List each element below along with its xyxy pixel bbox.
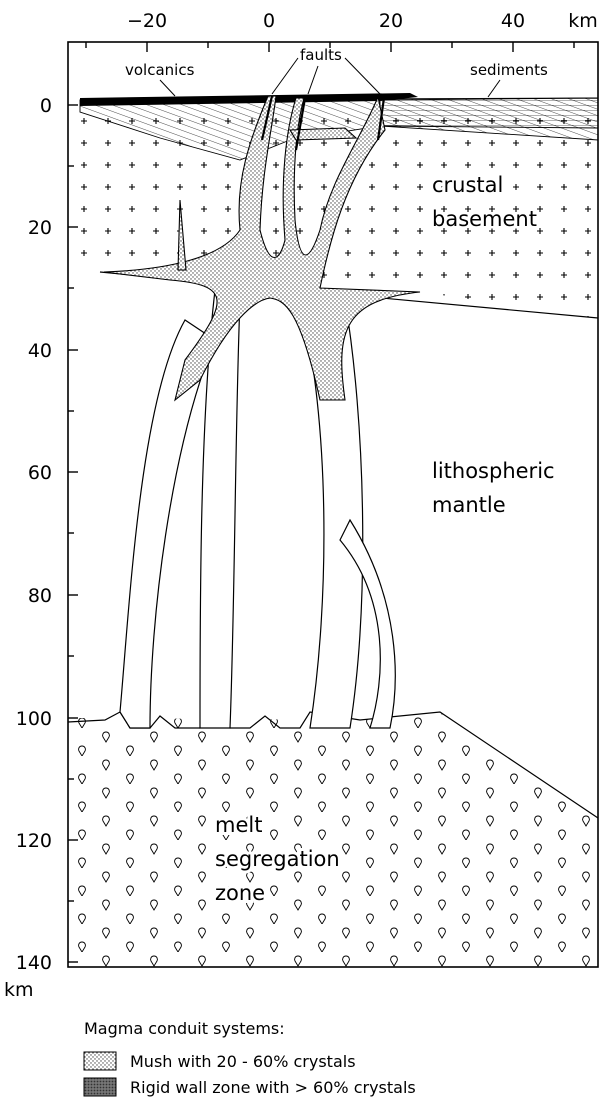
melt-label-line2: segregation xyxy=(215,847,340,871)
crustal-label-line2: basement xyxy=(432,207,537,231)
y-tick-label: 0 xyxy=(40,95,52,117)
melt-label-line3: zone xyxy=(215,881,265,905)
volcanics-pointer xyxy=(160,80,175,96)
sediments-upper xyxy=(380,98,598,128)
melt-label-line1: melt xyxy=(215,813,262,837)
y-tick-label: 60 xyxy=(28,462,52,484)
x-unit-label: km xyxy=(568,10,598,32)
crustal-label-line1: crustal xyxy=(432,173,503,197)
legend-title: Magma conduit systems: xyxy=(84,1019,285,1038)
y-tick-label: 140 xyxy=(16,952,52,974)
x-tick-label: 40 xyxy=(501,10,525,32)
y-tick-label: 20 xyxy=(28,217,52,239)
mantle-conduits xyxy=(120,290,395,728)
sediments-label: sediments xyxy=(470,61,548,79)
y-tick-label: 120 xyxy=(16,830,52,852)
sediments-pointer xyxy=(488,80,500,97)
y-tick-labels: 0 20 40 60 80 100 120 140 xyxy=(16,95,52,974)
y-tick-label: 100 xyxy=(16,708,52,730)
mantle-label-line1: lithospheric xyxy=(432,459,555,483)
faults-label: faults xyxy=(300,46,342,64)
x-tick-label: 20 xyxy=(379,10,403,32)
x-tick-labels: −20 0 20 40 km xyxy=(127,10,598,32)
volcanics-label: volcanics xyxy=(125,61,195,79)
legend-swatch-rigid xyxy=(84,1078,116,1096)
melt-segregation-zone xyxy=(68,712,598,967)
y-unit-label: km xyxy=(4,979,34,1001)
y-tick-label: 80 xyxy=(28,585,52,607)
legend-label-mush: Mush with 20 - 60% crystals xyxy=(130,1052,356,1071)
x-tick-label: 0 xyxy=(263,10,275,32)
mantle-label-line2: mantle xyxy=(432,493,506,517)
x-tick-label: −20 xyxy=(127,10,167,32)
legend-swatch-mush xyxy=(84,1052,116,1070)
legend-label-rigid: Rigid wall zone with > 60% crystals xyxy=(130,1078,416,1097)
y-tick-label: 40 xyxy=(28,340,52,362)
